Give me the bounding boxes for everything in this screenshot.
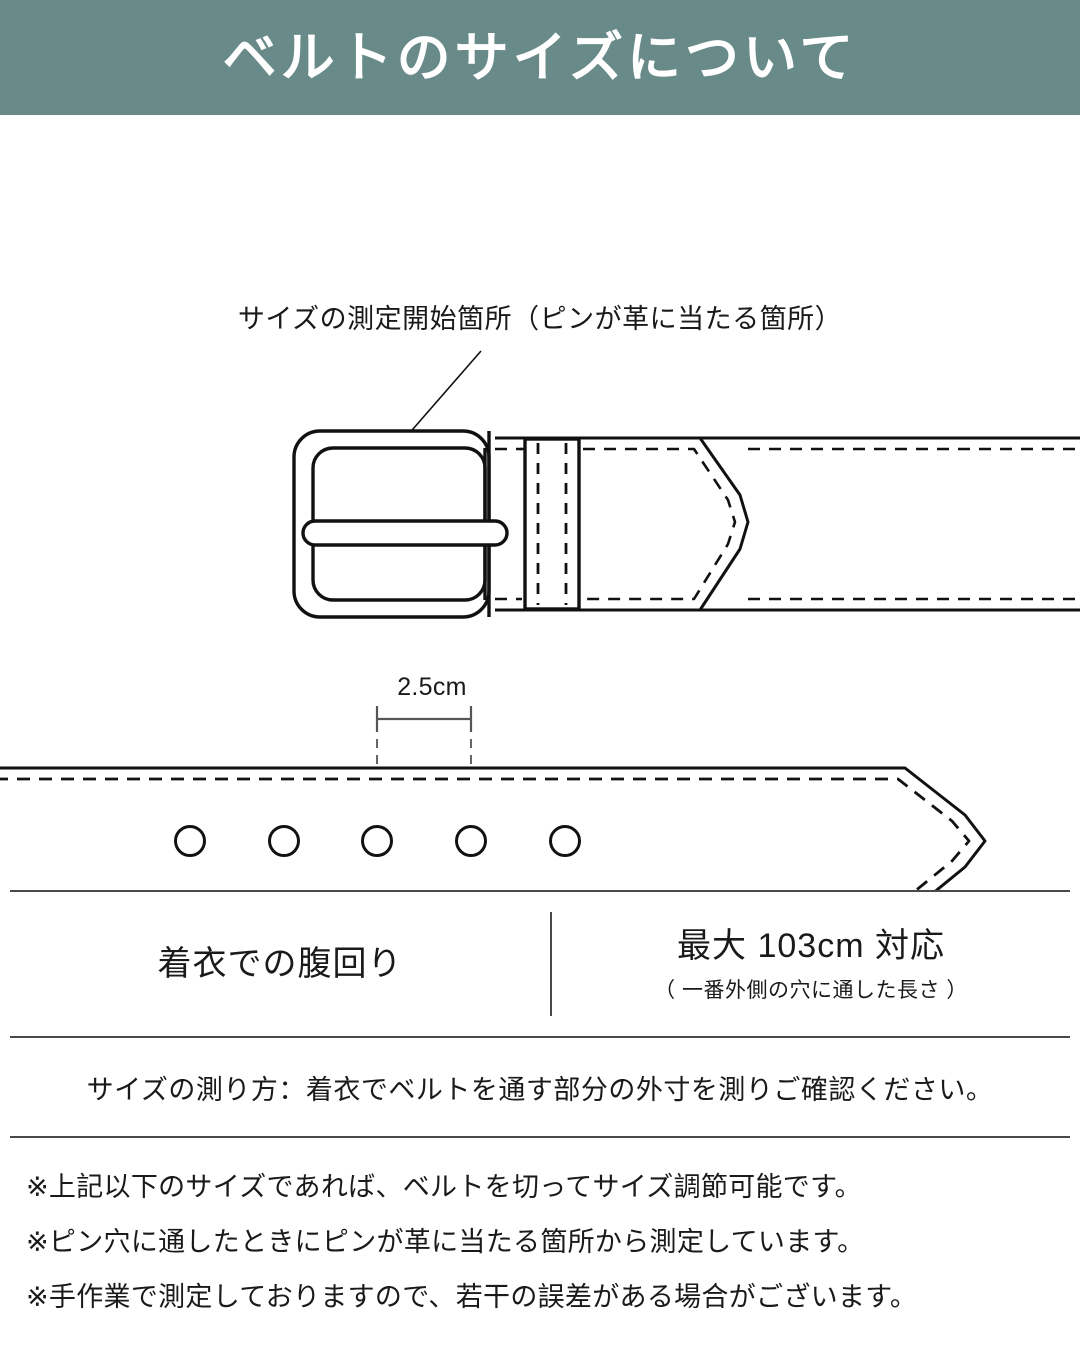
hole-spacing-dimension-label: 2.5cm	[397, 673, 467, 701]
belt-tip-upper-stitching	[520, 447, 737, 601]
belt-strap-lower-outline	[0, 766, 987, 890]
belt-hole-5	[549, 825, 581, 857]
spec-vertical-divider	[550, 912, 552, 1016]
belt-hole-2	[268, 825, 300, 857]
note-item-2: ※ピン穴に通したときにピンが革に当たる箇所から測定しています。	[26, 1227, 865, 1257]
buckle-pin-bar	[301, 519, 509, 547]
spec-row: 着衣での腹回り 最大 103cm 対応 （ 一番外側の穴に通した長さ ）	[10, 892, 1070, 1036]
howto-measure-text: サイズの測り方：着衣でベルトを通す部分の外寸を測りご確認ください。	[86, 1074, 994, 1105]
page-title: ベルトのサイズについて	[222, 27, 858, 88]
spec-rule-middle	[10, 1036, 1070, 1038]
notes-list: ※上記以下のサイズであれば、ベルトを切ってサイズ調節可能です。 ※ピン穴に通した…	[0, 1138, 1080, 1311]
spec-max-size-value: 最大 103cm 対応	[677, 926, 945, 965]
belt-strap-lower-stitching	[0, 777, 971, 890]
page-header: ベルトのサイズについて	[0, 0, 1080, 115]
spec-cell-waist: 着衣での腹回り	[10, 892, 550, 1036]
belt-keeper-loop	[523, 437, 581, 611]
belt-hole-3	[361, 825, 393, 857]
belt-diagram: サイズの測定開始箇所（ピンが革に当たる箇所）	[0, 115, 1080, 890]
spec-cell-max-size: 最大 103cm 対応 （ 一番外側の穴に通した長さ ）	[552, 892, 1070, 1036]
belt-hole-4	[455, 825, 487, 857]
belt-illustration-svg	[0, 350, 1080, 890]
measurement-start-callout-label: サイズの測定開始箇所（ピンが革に当たる箇所）	[237, 304, 843, 334]
howto-row: サイズの測り方：着衣でベルトを通す部分の外寸を測りご確認ください。	[10, 1038, 1070, 1136]
spec-rule-bottom	[10, 1136, 1070, 1138]
spec-rule-top	[10, 890, 1070, 892]
note-item-3: ※手作業で測定しておりますので、若干の誤差がある場合がございます。	[26, 1282, 918, 1312]
note-item-1: ※上記以下のサイズであれば、ベルトを切ってサイズ調節可能です。	[26, 1172, 862, 1202]
spec-waist-label: 着衣での腹回り	[157, 944, 403, 983]
belt-hole-1	[174, 825, 206, 857]
spec-max-size-note: （ 一番外側の穴に通した長さ ）	[654, 979, 968, 1003]
